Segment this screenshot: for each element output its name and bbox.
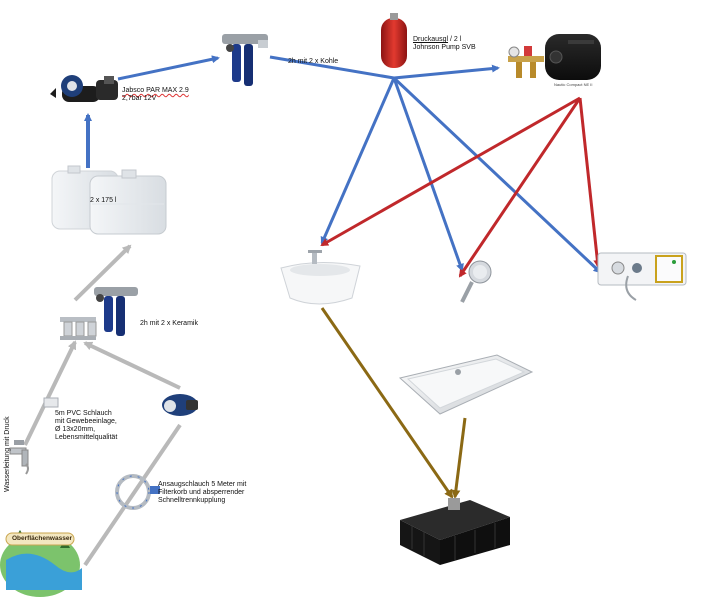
suction-hose-icon [115, 474, 160, 510]
arrow-hub-to-shower [392, 77, 464, 272]
heater-tag-label: Nautic Compact NE II [554, 82, 593, 87]
arrow-hub-to-outdoor-box [392, 76, 602, 274]
surface-water-label: Oberflächenwasser [12, 535, 72, 542]
suction-pump-icon [162, 394, 198, 416]
water-tank-icon [51, 165, 167, 235]
pvc-hose-label: 5m PVC Schlauch mit Gewebeeinlage, Ø 13x… [55, 410, 117, 442]
carbon-filter-icon [222, 34, 268, 86]
arrow-tap-to-filter [23, 340, 77, 446]
jabsco-spec-text: 2,7bar 12V [122, 95, 157, 102]
water-heater-icon [545, 34, 601, 80]
suction-line-3: Schnelltrennkupplung [158, 497, 226, 504]
hose-line-3: Ø 13x20mm, [55, 426, 96, 433]
arrow-pump-to-carbon-filter [117, 55, 220, 81]
accumulator-label: Druckausgl / 2 l Johnson Pump SVB [413, 36, 476, 52]
sink-icon [280, 250, 361, 305]
suction-line-1: Ansaugschlauch 5 Meter mit [158, 481, 247, 488]
arrow-hub-to-sink [320, 77, 396, 245]
arrow-heater-to-sink [320, 96, 581, 247]
hose-line-1: 5m PVC Schlauch [55, 410, 112, 417]
suction-hose-label: Ansaugschlauch 5 Meter mit Filterkorb un… [158, 481, 246, 505]
arrow-heater-to-outdoor-box [578, 97, 602, 268]
arrow-hub-to-heater [393, 64, 500, 80]
valve-assembly-icon [508, 46, 544, 78]
surface-water-icon [0, 530, 82, 597]
arrow-surface-to-suction-pump [83, 423, 182, 567]
suction-line-2: Filterkorb und absperrender [158, 489, 245, 496]
hose-line-2: mit Gewebeeinlage, [55, 418, 117, 425]
ceramic-filter-icon [94, 287, 138, 336]
arrow-carbon-filter-to-hub [269, 55, 395, 80]
accumulator-volume: / 2 l [448, 36, 462, 43]
accumulator-model: Johnson Pump SVB [413, 44, 476, 51]
carbon-filter-label: 2h mit 2 x Kohle [288, 58, 339, 65]
jabsco-model-text: Jabsco PAR MAX 2.9 [122, 87, 189, 94]
tap-icon [9, 440, 29, 475]
pvc-hose-icon [43, 397, 59, 408]
valve-assembly-icon [60, 317, 97, 340]
tap-vertical-label: Wasserleitung mit Druck [4, 416, 11, 492]
arrow-filter-to-tanks [73, 244, 132, 302]
arrow-suction-pump-to-filter [83, 341, 181, 390]
tanks-label: 2 x 175 l [90, 197, 117, 204]
accumulator-word: Druckausgl [413, 36, 449, 43]
hose-line-4: Lebensmittelqualität [55, 434, 118, 441]
waste-tank-icon [400, 498, 510, 565]
jabsco-pump-icon [50, 75, 118, 102]
jabsco-pump-label: Jabsco PAR MAX 2.9 2,7bar 12V [122, 87, 189, 103]
arrow-sink-to-waste-tank [320, 307, 454, 499]
pressure-accumulator-icon [381, 13, 407, 68]
shower-tray-icon [398, 354, 534, 415]
arrow-tray-to-waste-tank [451, 417, 467, 499]
ceramic-filter-label: 2h mit 2 x Keramik [140, 320, 198, 327]
arrow-heater-to-shower [458, 97, 582, 278]
outdoor-shower-box-icon [597, 252, 687, 301]
shower-head-icon [460, 260, 492, 303]
